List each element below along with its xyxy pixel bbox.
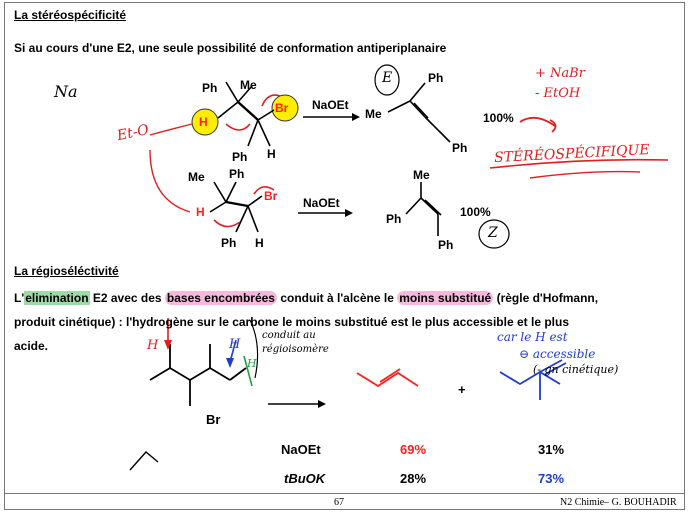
annot-h-blue: H <box>229 337 241 352</box>
r3-row1-base: NaOEt <box>281 442 321 457</box>
annot-regio: régioisomère <box>262 344 329 355</box>
br-highlight-circle <box>271 94 299 122</box>
r3-row1-left: 69% <box>400 442 427 457</box>
annot-e: E <box>382 70 393 86</box>
regio-line1: L'elimination E2 avec des bases encombré… <box>14 291 599 305</box>
r3-row1-right: 31% <box>538 442 565 457</box>
r2-yield: 100% <box>460 205 491 219</box>
r1-h: H <box>199 115 208 129</box>
r2-me: Me <box>188 170 205 184</box>
r1-h2: H <box>267 147 276 161</box>
r1-me: Me <box>240 78 257 92</box>
highlight-elimination: elimination <box>24 291 90 305</box>
r1-ph1: Ph <box>202 81 218 95</box>
annot-z: Z <box>488 225 498 241</box>
r3-plus: + <box>458 382 466 397</box>
r2-reagent: NaOEt <box>303 196 340 210</box>
r1-br: Br <box>275 101 289 115</box>
r2-h2: H <box>255 236 264 250</box>
footer-credit: N2 Chimie– G. BOUHADIR <box>560 497 677 508</box>
h-highlight-circle <box>191 108 219 136</box>
annot-etoh: - EtOH <box>535 86 581 101</box>
r1-prod-ph: Ph <box>428 71 444 85</box>
section-title-stereo: La stéréospécificité <box>14 8 127 22</box>
r1-prod-me: Me <box>365 107 382 121</box>
r2-br: Br <box>264 189 278 203</box>
annot-cinetique: (- gn cinétique) <box>533 363 619 376</box>
annot-accessible: ⊖ accessible <box>519 347 596 361</box>
footer-rule <box>4 493 685 494</box>
r1-yield: 100% <box>483 111 514 125</box>
annot-conduit: conduit au <box>262 330 316 341</box>
r2-prod-me: Me <box>413 168 430 182</box>
highlight-moins-substitue: moins substitué <box>397 291 494 305</box>
annot-car-le: car le H est <box>497 330 568 344</box>
r3-row2-base: tBuOK <box>284 471 326 486</box>
r2-ph: Ph <box>229 167 245 181</box>
regio-line2: produit cinétique) : l'hydrogène sur le … <box>14 315 569 329</box>
annot-na: Na <box>54 82 78 101</box>
stereo-subtitle: Si au cours d'une E2, une seule possibil… <box>14 41 447 55</box>
r3-row2-left: 28% <box>400 471 427 486</box>
annot-h-red: H <box>147 338 159 353</box>
r3-br: Br <box>206 412 221 427</box>
r2-h: H <box>196 205 205 219</box>
r3-row2-right: 73% <box>538 471 565 486</box>
r2-prod-ph2: Ph <box>438 238 454 252</box>
r1-prod-ph2: Ph <box>452 141 468 155</box>
r2-prod-ph: Ph <box>386 212 402 226</box>
page-number: 67 <box>334 497 344 508</box>
regio-line3: acide. <box>14 339 49 353</box>
annot-nabr: + NaBr <box>535 66 585 81</box>
r1-reagent: NaOEt <box>312 98 349 112</box>
r1-ph2: Ph <box>232 150 248 164</box>
annot-h-green: H <box>247 357 257 370</box>
r2-ph2: Ph <box>221 236 237 250</box>
section-title-regio: La régioséléctivité <box>14 264 119 278</box>
slide-frame <box>4 2 685 510</box>
highlight-bases: bases encombrées <box>164 291 277 305</box>
